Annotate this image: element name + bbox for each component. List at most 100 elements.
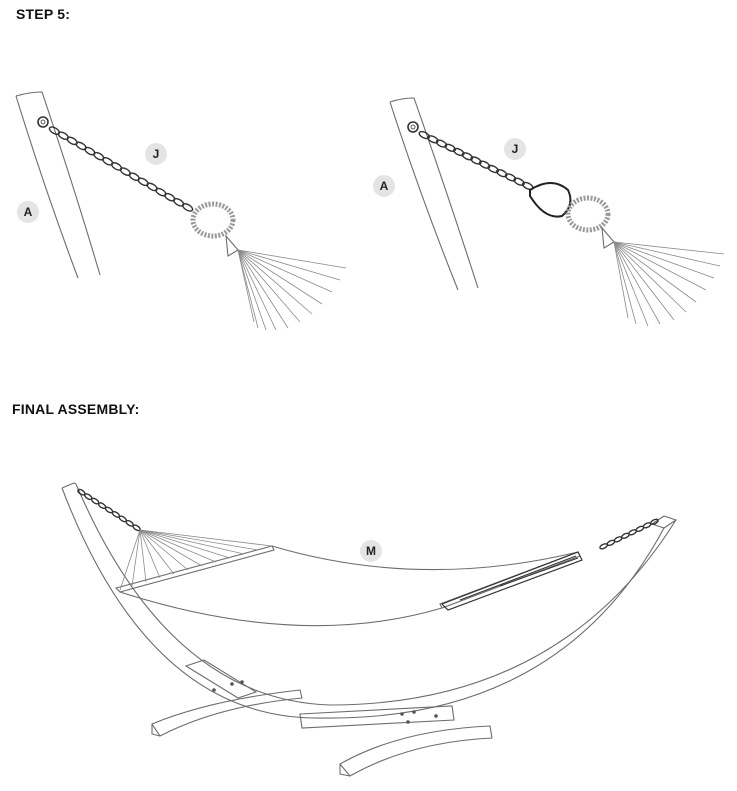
chain-final-right xyxy=(599,518,659,550)
chain-link xyxy=(146,182,158,192)
final-assembly-illustration: M xyxy=(61,482,678,777)
frame-post-left xyxy=(15,91,101,276)
chain-link xyxy=(427,135,439,144)
callout-bubble xyxy=(504,138,526,160)
hammock-string xyxy=(139,529,147,583)
hammock-string xyxy=(613,241,637,325)
hammock-string xyxy=(613,241,661,325)
hammock-string xyxy=(613,241,721,267)
chain-link xyxy=(504,173,517,182)
hammock-string xyxy=(237,249,267,331)
chain-final-left xyxy=(77,488,141,532)
hammock-string xyxy=(613,241,715,279)
callout-a-right: A xyxy=(380,179,389,193)
hammock-bed xyxy=(271,545,579,571)
final-assembly-heading: FINAL ASSEMBLY: xyxy=(12,401,140,417)
chain-right xyxy=(418,130,534,191)
hammock-strings-final xyxy=(119,529,273,591)
hammock-string xyxy=(139,529,175,575)
step5-right-illustration: J A xyxy=(373,97,725,327)
chain-link xyxy=(444,143,456,152)
carabiner-right xyxy=(529,182,572,218)
hammock-string xyxy=(139,529,203,567)
chain-link xyxy=(102,156,114,166)
left-joint xyxy=(184,659,258,699)
hammock-string xyxy=(613,241,649,327)
hammock-weave-right xyxy=(440,551,583,611)
callout-j-right: J xyxy=(512,142,519,156)
hammock-string xyxy=(139,529,189,571)
hammock-string xyxy=(139,529,231,559)
chain-link xyxy=(119,167,132,176)
hammock-string xyxy=(139,529,273,547)
chain-link xyxy=(75,141,87,151)
hammock-string xyxy=(237,249,289,329)
hammock-string xyxy=(131,529,141,587)
chain-link xyxy=(132,524,141,532)
callout-bubble xyxy=(145,143,167,165)
hammock-string xyxy=(237,249,259,329)
chain-link xyxy=(470,156,482,165)
hammock-ring-right xyxy=(565,195,611,233)
base-leg-front xyxy=(339,725,493,777)
chain-link xyxy=(110,162,123,171)
chain-link xyxy=(453,147,465,157)
hammock-string xyxy=(613,241,725,255)
hammock-string xyxy=(237,249,277,331)
chain-link xyxy=(496,169,508,178)
hammock-string xyxy=(139,529,245,555)
frame-post-right xyxy=(389,97,479,289)
hook-ring-right xyxy=(407,121,419,133)
hammock-string xyxy=(139,529,259,551)
chain-link xyxy=(164,192,176,202)
hammock-string xyxy=(237,249,313,315)
chain-link xyxy=(128,172,140,182)
step5-left-illustration: J A xyxy=(15,91,347,331)
callout-a-left: A xyxy=(24,205,33,219)
hammock-string xyxy=(237,249,333,293)
center-joint xyxy=(299,705,455,729)
callout-bubble xyxy=(17,201,39,223)
hammock-string xyxy=(139,529,161,579)
chain-link xyxy=(181,203,194,212)
chain-link xyxy=(649,518,659,526)
hammock-string xyxy=(613,241,629,319)
callout-bubble xyxy=(360,540,382,562)
chain-link xyxy=(487,164,499,174)
chain-link xyxy=(418,130,431,140)
chain-link xyxy=(66,136,78,146)
hammock-string xyxy=(237,249,341,281)
hook-ring-left xyxy=(37,116,49,128)
base-leg-back xyxy=(151,689,303,737)
hammock-string xyxy=(237,249,347,269)
callout-j-left: J xyxy=(153,147,160,161)
chain-link xyxy=(478,160,491,169)
hammock-string xyxy=(613,241,707,291)
chain-link xyxy=(513,177,525,186)
chain-link xyxy=(137,177,149,187)
callout-m: M xyxy=(366,544,376,558)
hammock-string xyxy=(613,241,697,303)
callout-bubble xyxy=(373,175,395,197)
hammock-ring-left xyxy=(190,201,236,239)
chain-left xyxy=(48,126,194,212)
chain-link xyxy=(48,126,61,135)
chain-link xyxy=(461,152,474,161)
hammock-string xyxy=(237,249,301,323)
hammock-string xyxy=(613,241,675,321)
hammock-strings-right xyxy=(613,241,725,327)
spreader-bar-left xyxy=(114,545,275,593)
hammock-strings-left xyxy=(237,249,347,331)
hammock-string xyxy=(613,241,687,313)
hammock-string xyxy=(237,249,323,305)
step-5-heading: STEP 5: xyxy=(16,6,71,22)
chain-link xyxy=(155,187,167,197)
chain-link xyxy=(84,146,96,156)
frame-arc xyxy=(61,487,665,719)
chain-link xyxy=(435,139,448,148)
hammock-string xyxy=(237,249,255,323)
chain-link xyxy=(173,197,185,207)
hammock-string xyxy=(139,529,217,563)
hammock-string xyxy=(119,529,141,591)
